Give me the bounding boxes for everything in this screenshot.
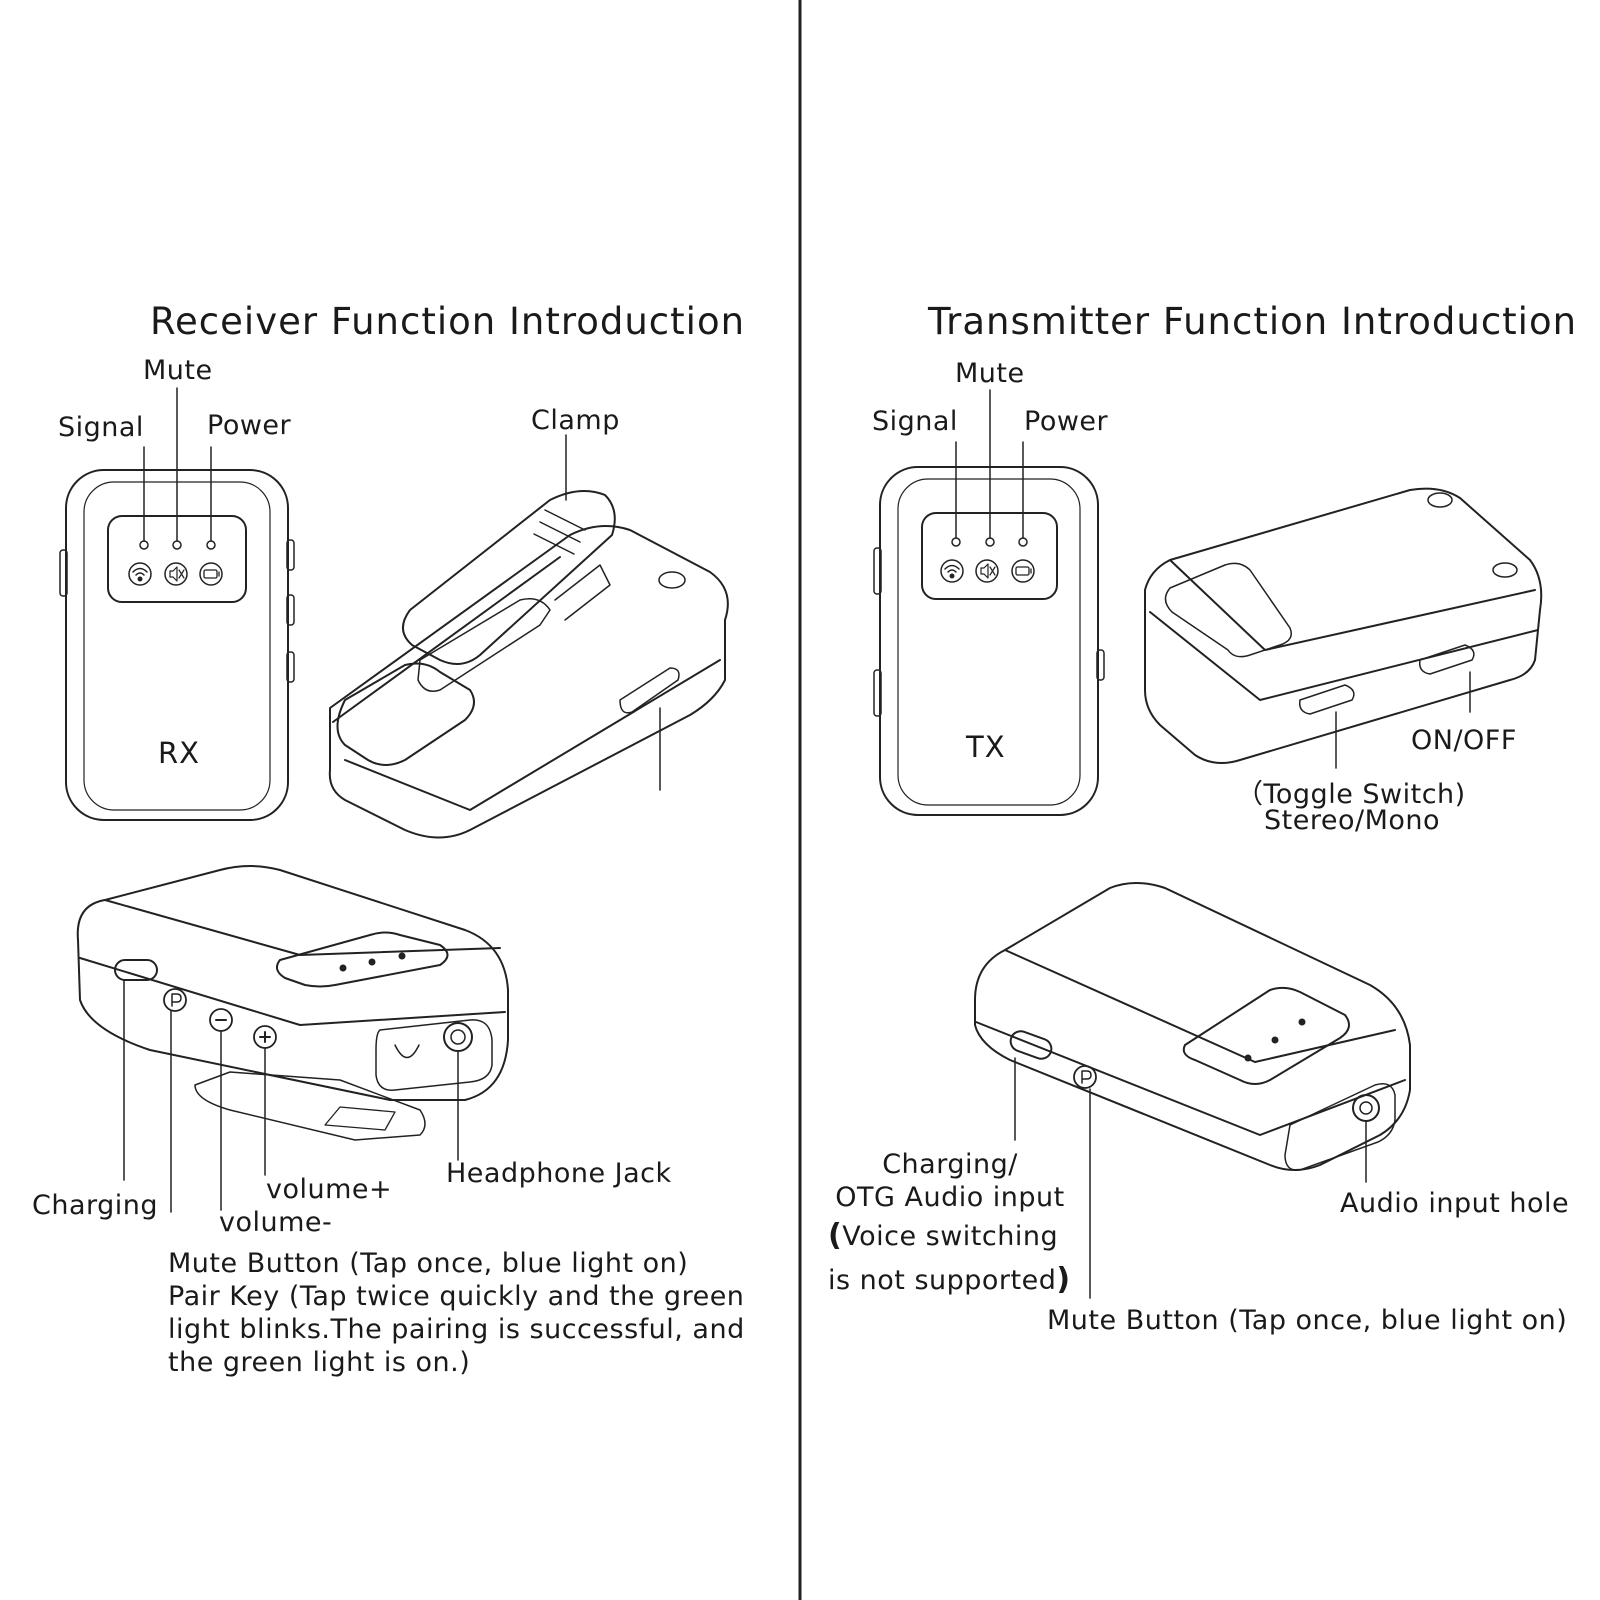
rx-mute-led <box>172 540 182 550</box>
rx-charging-label: Charging <box>32 1190 159 1221</box>
rx-headphone-jack-label: Headphone Jack <box>446 1158 672 1189</box>
tx-signal-led <box>951 537 961 547</box>
rx-mute-label: Mute <box>143 355 213 386</box>
tx-mute-button-label: Mute Button (Tap once, blue light on) <box>1047 1305 1568 1336</box>
tx-mute-icon <box>975 559 999 583</box>
rx-clamp <box>402 490 616 692</box>
tx-power-switch <box>1418 644 1475 675</box>
tx-on-off-label: ON/OFF <box>1411 725 1517 756</box>
rx-headphone-jack <box>443 1022 473 1052</box>
tx-power-led <box>1018 537 1028 547</box>
tx-paren-close: ) <box>1056 1262 1071 1297</box>
tx-stereo-mono-switch <box>1298 684 1355 715</box>
tx-signal-label: Signal <box>872 406 958 437</box>
tx-charging-label: Charging/ OTG Audio input <box>835 1149 1065 1213</box>
tx-power-label: Power <box>1024 406 1109 437</box>
rx-clamp-label: Clamp <box>531 405 620 436</box>
rx-power-led <box>206 540 216 550</box>
tx-signal-icon <box>940 559 964 583</box>
rx-volume-minus-label: volume- <box>219 1207 333 1238</box>
rx-power-label: Power <box>207 410 292 441</box>
rx-back-device <box>328 525 729 839</box>
rx-mute-button-label: Mute Button (Tap once, blue light on) <box>168 1248 689 1279</box>
rx-mute-icon <box>164 562 188 586</box>
tx-not-supported-label: is not supported <box>828 1265 1057 1296</box>
tx-paren-open: ( <box>828 1218 843 1253</box>
rx-pair-key-label: Pair Key (Tap twice quickly and the gree… <box>168 1281 745 1378</box>
rx-volume-plus-button <box>253 1025 277 1049</box>
tx-voice-switching-line: (Voice switching <box>828 1218 1058 1253</box>
rx-side-device <box>76 865 509 1141</box>
tx-mute-led <box>985 537 995 547</box>
tx-audio-input-hole-label: Audio input hole <box>1340 1188 1570 1219</box>
receiver-title: Receiver Function Introduction <box>150 300 746 343</box>
tx-audio-input-hole <box>1352 1094 1380 1122</box>
rx-volume-plus-label: volume+ <box>266 1174 393 1205</box>
tx-mute-label: Mute <box>955 358 1025 389</box>
tx-not-supported-line: is not supported) <box>828 1262 1071 1297</box>
transmitter-title: Transmitter Function Introduction <box>928 300 1578 343</box>
tx-device-label: TX <box>966 730 1006 764</box>
rx-signal-label: Signal <box>58 412 144 443</box>
rx-device-label: RX <box>158 736 201 770</box>
tx-pair-button <box>1073 1065 1097 1089</box>
rx-pair-button <box>163 988 187 1012</box>
tx-voice-switching-label: Voice switching <box>842 1221 1059 1252</box>
rx-volume-minus-button <box>209 1008 233 1032</box>
tx-battery-icon <box>1011 559 1035 583</box>
rx-battery-icon <box>199 562 223 586</box>
tx-stereo-mono-label: Stereo/Mono <box>1264 805 1441 836</box>
rx-signal-led <box>139 540 149 550</box>
tx-side-device <box>974 882 1411 1171</box>
rx-signal-icon <box>128 562 152 586</box>
tx-toggle-switch-label: （Toggle Switch) <box>1236 779 1466 810</box>
tx-charging-port <box>1009 1030 1053 1060</box>
rx-charging-port <box>114 959 158 981</box>
tx-back-device <box>1144 487 1543 765</box>
